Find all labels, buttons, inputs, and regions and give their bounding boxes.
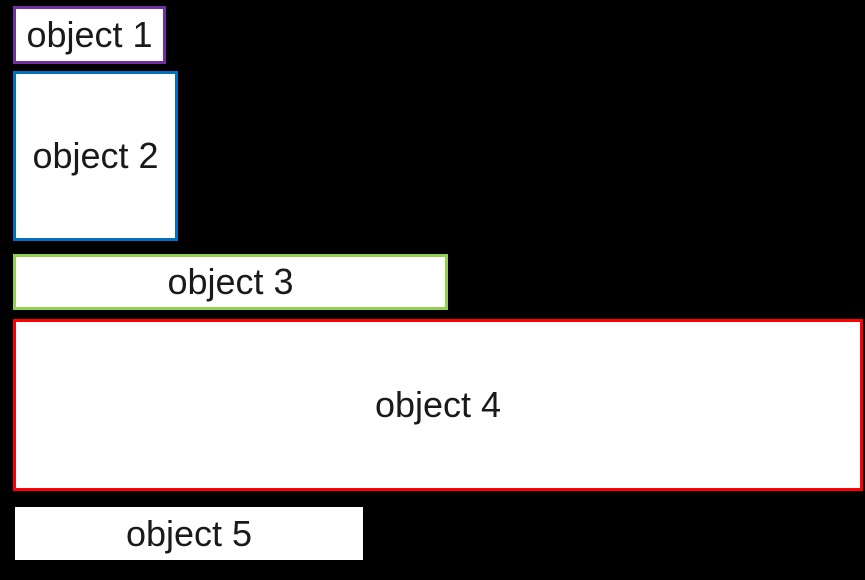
object-box-4[interactable]: object 4 [13, 319, 863, 491]
object-box-2-label: object 2 [32, 135, 159, 176]
object-box-5-label: object 5 [125, 512, 253, 554]
object-box-5[interactable]: object 5 [15, 507, 363, 560]
object-box-3-label: object 3 [167, 261, 294, 302]
object-box-1[interactable]: object 1 [13, 6, 166, 64]
object-box-3[interactable]: object 3 [13, 254, 448, 310]
object-box-4-label: object 4 [374, 384, 502, 425]
object-box-2[interactable]: object 2 [13, 71, 178, 241]
object-box-1-label: object 1 [26, 14, 153, 55]
